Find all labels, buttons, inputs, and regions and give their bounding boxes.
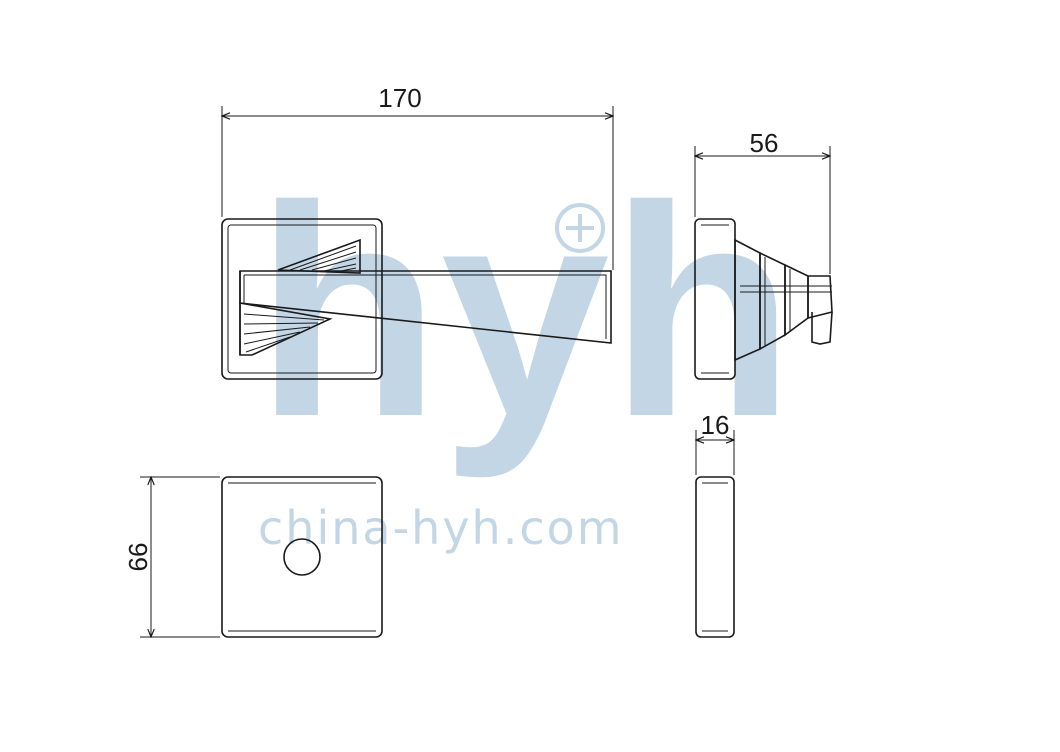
side-view: 56 <box>695 128 833 380</box>
dimension-label-66: 66 <box>123 543 153 572</box>
dimension-label-56: 56 <box>750 128 779 158</box>
front-rose-inner <box>227 224 377 374</box>
dimension-rose-size: 66 <box>123 477 220 637</box>
side-lever-stepped-body <box>734 238 833 362</box>
dimension-lever-length: 170 <box>222 83 613 270</box>
spindle-hole <box>283 538 321 576</box>
watermark-logo-letters: hyh <box>255 143 795 481</box>
dimension-label-170: 170 <box>378 83 421 113</box>
rose-plate-view: 66 <box>123 476 383 638</box>
front-lower-fan <box>239 302 333 356</box>
dimension-rose-thickness: 16 <box>696 410 734 475</box>
watermark-url: china-hyh.com <box>258 501 624 555</box>
dimension-label-16: 16 <box>701 410 730 440</box>
front-rose-outer <box>221 218 383 380</box>
watermark-plus-icon <box>555 203 605 253</box>
rose-side-body <box>695 476 735 638</box>
rose-plate-outer <box>221 476 383 638</box>
watermark: hyh china-hyh.com <box>255 143 795 555</box>
rose-side-view: 16 <box>695 410 735 638</box>
dimension-projection-depth: 56 <box>695 128 830 274</box>
front-view: 170 <box>221 83 613 380</box>
